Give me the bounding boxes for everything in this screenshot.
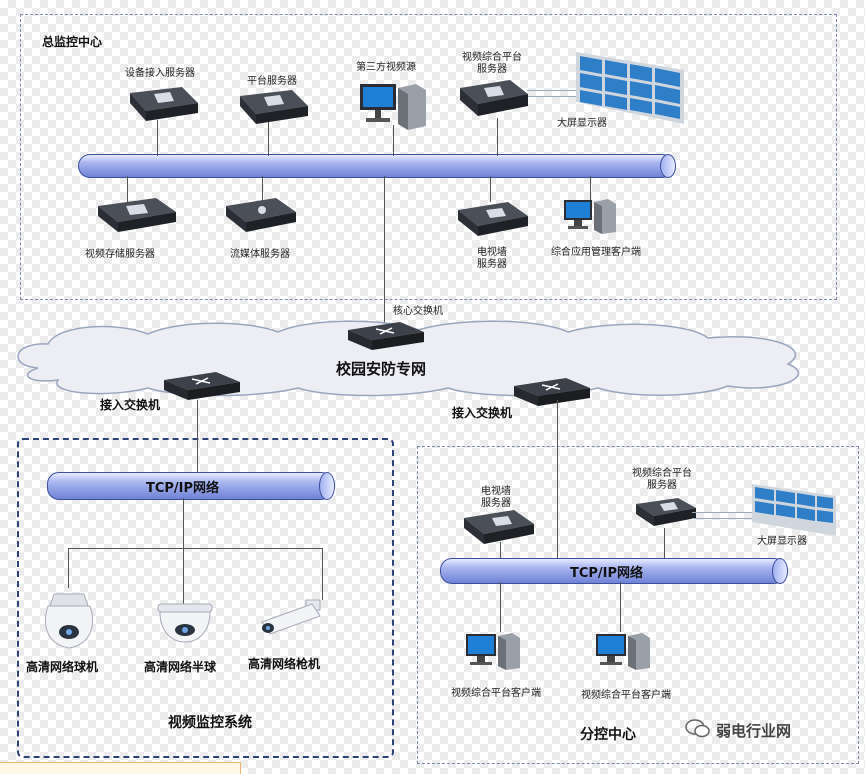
dome-camera-label: 高清网络球机 — [26, 660, 99, 674]
branch-video-platform-server-label: 视频综合平台 服务器 — [632, 468, 692, 492]
access-switch-left-label: 接入交换机 — [100, 398, 161, 412]
platform-server-icon — [240, 90, 308, 124]
link-line — [183, 548, 184, 604]
link-line — [490, 176, 491, 202]
link-line — [692, 518, 752, 519]
video-system-tcpip-pipe — [47, 472, 335, 500]
link-line-core — [384, 176, 385, 326]
link-line — [527, 90, 587, 91]
third-party-source-icon — [360, 84, 426, 130]
branch-control-center-region — [417, 446, 859, 764]
video-platform-server-text: 视频综合平台 服务器 — [462, 52, 522, 75]
access-switch-right-icon — [514, 378, 590, 406]
branch-video-wall-icon — [752, 484, 836, 536]
main-control-center-title: 总监控中心 — [42, 35, 103, 49]
video-wall-icon — [576, 52, 684, 124]
device-access-server-icon — [130, 87, 198, 121]
link-line — [527, 96, 587, 97]
video-platform-server-icon — [460, 80, 528, 116]
video-surveillance-region — [17, 438, 394, 758]
video-system-title: 视频监控系统 — [168, 715, 252, 731]
link-line — [497, 118, 498, 156]
branch-client-left-icon — [466, 633, 520, 670]
link-line — [157, 120, 158, 156]
streaming-server-icon — [226, 198, 296, 232]
branch-title: 分控中心 — [580, 727, 636, 743]
tv-wall-server-icon — [458, 202, 528, 236]
branch-tv-wall-server-label: 电视墙 服务器 — [481, 486, 511, 510]
branch-video-platform-server-icon — [636, 498, 696, 526]
link-line — [183, 498, 184, 548]
core-switch-icon — [348, 322, 424, 350]
mgmt-client-icon — [564, 199, 616, 234]
tv-wall-server-label: 电视墙 服务器 — [477, 247, 507, 271]
link-line — [393, 125, 394, 156]
video-platform-server-label: 视频综合平台 服务器 — [462, 52, 522, 76]
device-access-server-label: 设备接入服务器 — [125, 68, 195, 79]
branch-client-left-label: 视频综合平台客户端 — [451, 688, 541, 699]
bullet-camera-icon — [261, 599, 321, 635]
link-line — [197, 400, 198, 472]
branch-video-wall-label: 大屏显示器 — [757, 536, 807, 547]
half-dome-camera-label: 高清网络半球 — [144, 660, 217, 674]
branch-tv-wall-server-icon — [464, 510, 534, 544]
footer-strip — [0, 762, 241, 774]
video-system-tcpip-label: TCP/IP网络 — [146, 481, 220, 496]
video-storage-server-icon — [98, 198, 176, 232]
third-party-source-label: 第三方视频源 — [356, 62, 416, 73]
link-line — [68, 548, 323, 549]
link-line — [664, 528, 665, 560]
link-line — [620, 582, 621, 632]
link-line — [68, 548, 69, 588]
main-control-center-region — [20, 14, 837, 300]
link-line — [692, 512, 752, 513]
mgmt-client-label: 综合应用管理客户端 — [551, 247, 641, 258]
bullet-camera-label: 高清网络枪机 — [248, 657, 321, 671]
link-line — [127, 176, 128, 202]
center-backbone-pipe — [78, 154, 676, 178]
half-dome-camera-icon — [157, 603, 213, 643]
link-line — [268, 120, 269, 156]
access-switch-right-label: 接入交换机 — [452, 406, 513, 420]
core-switch-label: 核心交换机 — [393, 306, 443, 317]
branch-video-platform-server-text: 视频综合平台 服务器 — [632, 468, 692, 491]
branch-tv-wall-server-text: 电视墙 服务器 — [481, 486, 511, 509]
link-line — [322, 548, 323, 600]
wechat-icon — [685, 719, 710, 738]
platform-server-label: 平台服务器 — [247, 76, 297, 87]
branch-tcpip-label: TCP/IP网络 — [570, 566, 644, 581]
link-line — [557, 400, 558, 558]
access-switch-left-icon — [164, 372, 240, 400]
link-line — [500, 542, 501, 560]
branch-client-right-label: 视频综合平台客户端 — [581, 690, 671, 701]
video-wall-label: 大屏显示器 — [557, 118, 607, 129]
branch-tcpip-pipe — [440, 558, 788, 584]
link-line — [590, 176, 591, 202]
campus-network-label: 校园安防专网 — [336, 360, 427, 378]
watermark-text: 弱电行业网 — [716, 722, 792, 740]
link-line — [500, 582, 501, 632]
link-line — [262, 176, 263, 202]
video-storage-server-label: 视频存储服务器 — [85, 249, 155, 260]
dome-camera-icon — [45, 593, 93, 649]
branch-client-right-icon — [596, 633, 650, 670]
tv-wall-server-text: 电视墙 服务器 — [477, 247, 507, 270]
streaming-server-label: 流媒体服务器 — [230, 249, 290, 260]
